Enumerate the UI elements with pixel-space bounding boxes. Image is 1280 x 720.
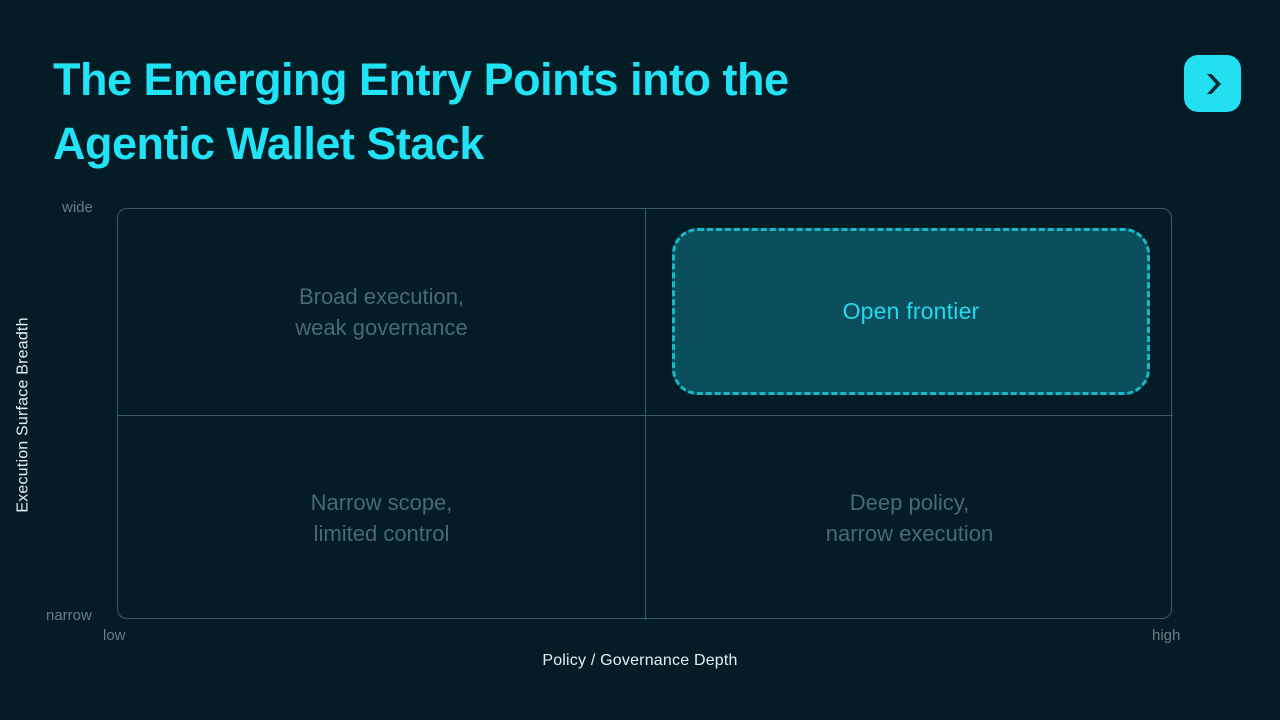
quadrant-bottom-left-line-2: limited control [313, 521, 450, 546]
grid-horizontal-divider [118, 415, 1173, 416]
quadrant-bottom-right-label: Deep policy, narrow execution [826, 487, 994, 549]
y-axis-tick-wide: wide [62, 199, 93, 216]
quadrant-bottom-left[interactable]: Narrow scope, limited control [118, 416, 645, 620]
grid-vertical-divider [645, 209, 646, 620]
quadrant-bottom-left-line-1: Narrow scope, [310, 489, 453, 515]
quadrant-bottom-left-label: Narrow scope, limited control [311, 487, 453, 549]
quadrant-top-left-line-1: Broad execution, [298, 283, 465, 309]
chevron-right-icon [1198, 69, 1228, 99]
x-axis-tick-low: low [103, 627, 126, 644]
y-axis-tick-narrow: narrow [46, 607, 92, 624]
title-line-2: Agentic Wallet Stack [53, 117, 484, 169]
title-line-1: The Emerging Entry Points into the [53, 54, 789, 105]
y-axis-title: Execution Surface Breadth [14, 317, 32, 513]
quadrant-top-left-label: Broad execution, weak governance [295, 281, 467, 343]
x-axis-tick-high: high [1152, 627, 1181, 644]
brand-logo [1184, 55, 1241, 112]
quadrant-bottom-right[interactable]: Deep policy, narrow execution [646, 416, 1173, 620]
slide-header: The Emerging Entry Points into the Agent… [0, 0, 1280, 190]
highlight-callout-label: Open frontier [842, 298, 980, 324]
matrix-grid: Broad execution, weak governance Narrow … [117, 208, 1173, 620]
highlight-callout-open-frontier[interactable]: Open frontier [672, 228, 1150, 395]
quadrant-bottom-right-line-2: narrow execution [825, 521, 994, 546]
quadrant-top-left[interactable]: Broad execution, weak governance [118, 209, 645, 415]
x-axis-title: Policy / Governance Depth [542, 652, 738, 669]
quadrant-bottom-right-line-1: Deep policy, [849, 489, 970, 515]
page-title: The Emerging Entry Points into the Agent… [53, 48, 873, 176]
quadrant-top-left-line-2: weak governance [295, 315, 468, 340]
